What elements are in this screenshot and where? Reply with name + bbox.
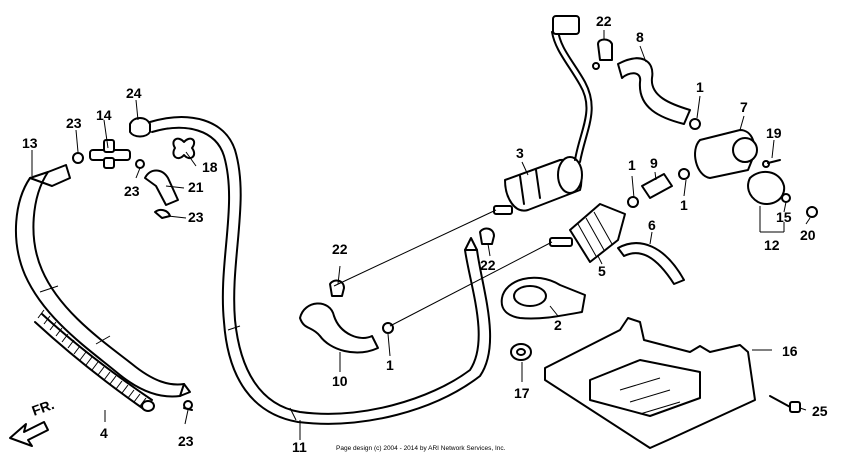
clip-1-mid-left bbox=[627, 196, 639, 208]
callout-1-bottom: 1 bbox=[386, 357, 394, 373]
callout-24: 24 bbox=[126, 85, 142, 101]
callout-labels: 13 23 14 24 18 23 21 23 4 23 11 22 10 1 … bbox=[22, 13, 828, 455]
callout-14: 14 bbox=[96, 107, 112, 123]
callout-23a: 23 bbox=[66, 115, 82, 131]
mount-2 bbox=[500, 276, 586, 320]
clip-22-mid bbox=[479, 227, 495, 245]
clip-22-top bbox=[592, 38, 613, 70]
hose-11 bbox=[149, 116, 492, 425]
front-arrow: FR. bbox=[9, 396, 57, 447]
fuel-filter-5 bbox=[549, 203, 626, 263]
fuel-pump-3 bbox=[493, 15, 593, 215]
callout-22-mid: 22 bbox=[480, 257, 496, 273]
callout-1-mid-left: 1 bbox=[628, 157, 636, 173]
clip-23-left bbox=[72, 152, 84, 164]
callout-23b: 23 bbox=[124, 183, 140, 199]
clip-23-mid bbox=[135, 159, 145, 169]
hose-9 bbox=[641, 173, 673, 199]
callout-19: 19 bbox=[766, 125, 782, 141]
hose-13 bbox=[15, 164, 191, 398]
callout-11: 11 bbox=[292, 439, 307, 455]
callout-4: 4 bbox=[100, 425, 108, 441]
callout-13: 13 bbox=[22, 135, 38, 151]
callout-5: 5 bbox=[598, 263, 606, 279]
hose-10 bbox=[299, 302, 379, 354]
corrugated-tube-4 bbox=[34, 309, 155, 412]
callout-leaders bbox=[31, 30, 811, 440]
bolt-25 bbox=[769, 395, 801, 413]
clip-1-top bbox=[689, 118, 701, 130]
callout-10: 10 bbox=[332, 373, 348, 389]
clip-24 bbox=[129, 117, 151, 138]
callout-22-top: 22 bbox=[596, 13, 612, 29]
valve-7 bbox=[694, 129, 786, 205]
bracket-16 bbox=[544, 317, 756, 449]
callout-8: 8 bbox=[636, 29, 644, 45]
clip-23-low bbox=[154, 208, 171, 219]
callout-12: 12 bbox=[764, 237, 780, 253]
callout-25: 25 bbox=[812, 403, 828, 419]
hose-21 bbox=[144, 169, 179, 206]
callout-15: 15 bbox=[776, 209, 792, 225]
strap-6 bbox=[617, 242, 685, 285]
bolt-19 bbox=[762, 159, 781, 168]
callout-23c: 23 bbox=[188, 209, 204, 225]
callout-3: 3 bbox=[516, 145, 524, 161]
callout-21: 21 bbox=[188, 179, 204, 195]
bolt-20 bbox=[806, 206, 818, 218]
clip-18 bbox=[172, 137, 196, 159]
front-label: FR. bbox=[30, 396, 57, 419]
clip-1-mid-right bbox=[678, 168, 690, 180]
callout-22-left: 22 bbox=[332, 241, 348, 257]
callout-20: 20 bbox=[800, 227, 816, 243]
callout-7: 7 bbox=[740, 99, 748, 115]
copyright-text: Page design (c) 2004 - 2014 by ARI Netwo… bbox=[336, 445, 506, 452]
callout-9: 9 bbox=[650, 155, 658, 171]
clip-23-bottom bbox=[183, 400, 193, 411]
callout-23d: 23 bbox=[178, 433, 194, 449]
callout-17: 17 bbox=[514, 385, 530, 401]
callout-18: 18 bbox=[202, 159, 218, 175]
callout-1-mid-right: 1 bbox=[680, 197, 688, 213]
alignment-lines bbox=[333, 209, 553, 327]
grommet-17 bbox=[510, 343, 532, 361]
hose-8 bbox=[617, 57, 691, 125]
callout-1-top: 1 bbox=[696, 79, 704, 95]
washer-15 bbox=[781, 193, 791, 203]
callout-6: 6 bbox=[648, 217, 656, 233]
callout-2: 2 bbox=[554, 317, 562, 333]
t-joint-14 bbox=[89, 139, 131, 169]
callout-16: 16 bbox=[782, 343, 798, 359]
clip-1-bottom bbox=[382, 322, 394, 334]
